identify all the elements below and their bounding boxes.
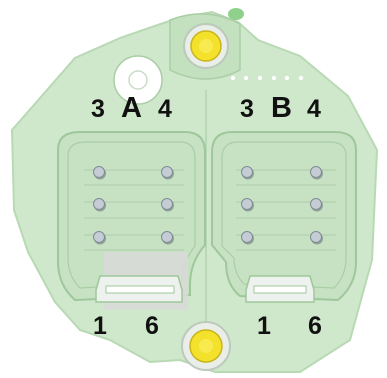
port-b-pin-label-bottom-right: 6 [308, 312, 322, 340]
port-a-pin [161, 231, 173, 243]
port-a-pin [93, 166, 105, 178]
port-a-pins [93, 166, 174, 245]
port-a-pin-label-bottom-left: 1 [93, 312, 107, 340]
mounting-hole-inner [128, 70, 148, 90]
bottom-screw [181, 321, 231, 371]
port-a-pin [93, 198, 105, 210]
port-b-pin-label-top-right: 4 [307, 95, 321, 123]
port-a-pin-label-bottom-right: 6 [145, 312, 159, 340]
port-a-letter: A [121, 92, 142, 124]
port-a-socket [57, 131, 206, 310]
top-nub [228, 8, 244, 20]
port-a-pin [161, 166, 173, 178]
port-a-pin-label-top-left: 3 [91, 95, 105, 123]
port-a-pin [93, 231, 105, 243]
port-b-pin [241, 231, 253, 243]
mounting-hole [113, 55, 163, 105]
port-b-pin [241, 166, 253, 178]
port-b-letter: B [271, 92, 292, 124]
port-b-pin [241, 198, 253, 210]
port-b-pin-label-bottom-left: 1 [257, 312, 271, 340]
port-b-pin [310, 198, 322, 210]
port-b-socket [211, 131, 357, 303]
indicator-dots [230, 75, 304, 81]
port-b-pin [310, 231, 322, 243]
port-a-pin [161, 198, 173, 210]
top-screw [183, 23, 229, 69]
port-b-pins [241, 166, 323, 245]
port-b-pin [310, 166, 322, 178]
port-a-pin-label-top-right: 4 [158, 95, 172, 123]
port-b-pin-label-top-left: 3 [240, 95, 254, 123]
